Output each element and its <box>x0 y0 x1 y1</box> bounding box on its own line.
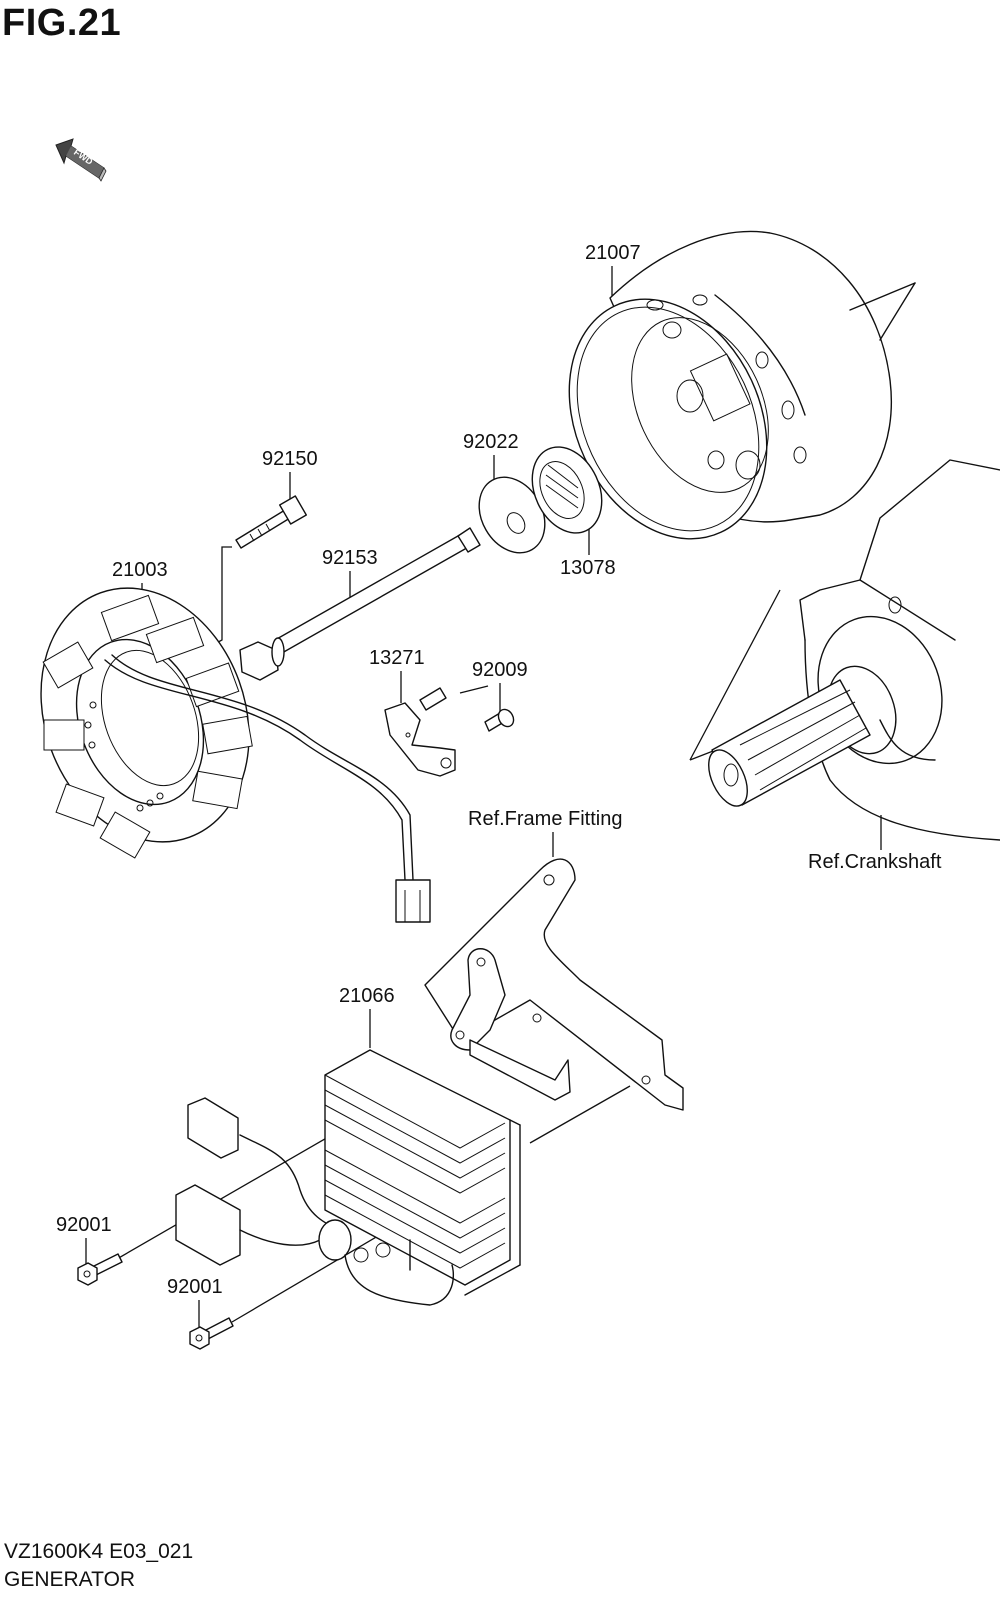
figure-title: FIG.21 <box>2 2 122 44</box>
forward-arrow-icon: FWD <box>56 139 106 181</box>
section-name: GENERATOR <box>4 1568 136 1591</box>
bolt-92001-lower[interactable] <box>190 1318 233 1349</box>
model-code: VZ1600K4 E03_021 <box>4 1540 194 1563</box>
gear-13078[interactable] <box>519 436 615 545</box>
bolt-92001-upper[interactable] <box>78 1254 122 1285</box>
regulator-21066[interactable] <box>176 1050 520 1305</box>
callout-92001-upper[interactable]: 92001 <box>56 1214 112 1236</box>
rotor-21007[interactable] <box>532 232 915 572</box>
callout-92153[interactable]: 92153 <box>322 547 378 569</box>
crankshaft-reference <box>701 460 1000 840</box>
callout-13271[interactable]: 13271 <box>369 647 425 669</box>
bolt-92150[interactable] <box>236 496 306 548</box>
callout-21066[interactable]: 21066 <box>339 985 395 1007</box>
stator-21003[interactable] <box>7 559 430 922</box>
frame-fitting-bracket <box>425 859 683 1110</box>
callout-21003[interactable]: 21003 <box>112 559 168 581</box>
callout-92150[interactable]: 92150 <box>262 448 318 470</box>
bolt-92153[interactable] <box>240 528 480 680</box>
screw-92009[interactable] <box>485 707 517 731</box>
ref-crankshaft-label[interactable]: Ref.Crankshaft <box>808 851 942 873</box>
ref-frame-fitting-label[interactable]: Ref.Frame Fitting <box>468 808 623 830</box>
callout-92001-lower[interactable]: 92001 <box>167 1276 223 1298</box>
clamp-13271[interactable] <box>385 688 455 776</box>
callout-92009[interactable]: 92009 <box>472 659 528 681</box>
callout-92022[interactable]: 92022 <box>463 431 519 453</box>
callout-13078[interactable]: 13078 <box>560 557 616 579</box>
callout-21007[interactable]: 21007 <box>585 242 641 264</box>
